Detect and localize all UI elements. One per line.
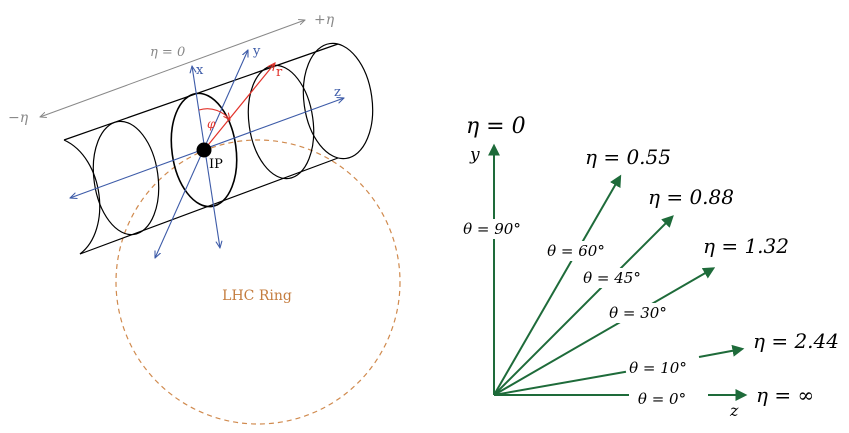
theta-label-90: θ = 90°: [463, 220, 521, 238]
ip-label: IP: [209, 157, 223, 172]
phi-label: φ: [207, 117, 216, 131]
theta-label-bg: [581, 268, 643, 288]
phi-arc: [198, 108, 230, 120]
r-vector-label: r: [276, 65, 283, 80]
theta-label-30: θ = 30°: [609, 304, 667, 322]
eta-arrow-theta-10: [698, 344, 745, 358]
z-axis-label: z: [334, 85, 341, 100]
minus-eta-label: −η: [8, 110, 29, 126]
ray-theta-60: [493, 174, 622, 396]
detector-panel: LHC Ring +η −η η = 0 z y x r φ IP: [8, 12, 401, 425]
theta-label-bg: [607, 303, 669, 323]
theta-label-45: θ = 45°: [583, 269, 641, 287]
theta-label-60: θ = 60°: [547, 242, 605, 260]
theta-label-bg: [635, 389, 689, 409]
eta-label-45: η = 0.88: [648, 185, 734, 209]
theta-label-0: θ = 0°: [638, 390, 686, 408]
plus-eta-label: +η: [314, 12, 335, 28]
theta-label-10: θ = 10°: [629, 359, 687, 377]
lhc-ring-label: LHC Ring: [222, 288, 292, 304]
eta-zero-label: η = 0: [150, 45, 185, 60]
ray-theta-30: [493, 267, 716, 396]
eta-label-10: η = 2.44: [753, 329, 839, 353]
theta-label-bg: [545, 241, 607, 261]
eta-y-axis-label: y: [469, 145, 480, 165]
eta-z-axis-label: z: [729, 401, 739, 420]
eta-label-60: η = 0.55: [585, 145, 671, 169]
y-axis-label: y: [252, 44, 261, 59]
theta-label-bg: [627, 358, 689, 378]
eta-theta-diagram: y z θ = 90° η = 0 θ = 60° η = 0.55 θ = 45° η …: [461, 114, 839, 420]
ray-theta-45: [493, 215, 674, 396]
eta-label-30: η = 1.32: [703, 234, 789, 258]
theta-label-bg: [461, 219, 523, 239]
r-vector: [203, 63, 275, 151]
ray-theta-10: [493, 370, 627, 396]
interaction-point: [196, 142, 212, 158]
x-axis-label: x: [196, 63, 204, 78]
eta-label-0: η = ∞: [756, 383, 814, 407]
eta-label-90: η = 0: [466, 114, 526, 139]
